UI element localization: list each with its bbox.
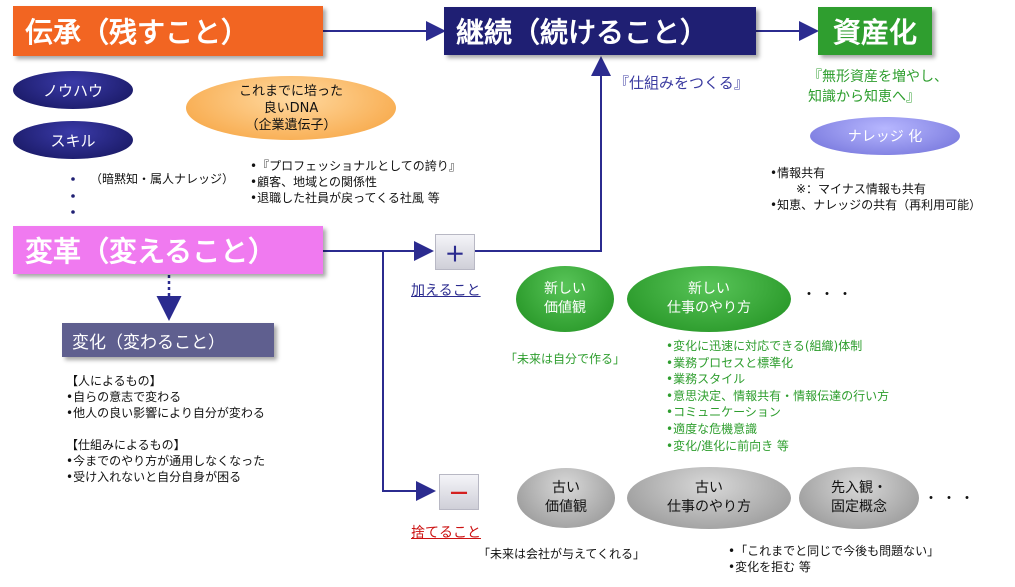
new-way-note: •コミュニケーション <box>666 405 781 420</box>
knowhow-label: ノウハウ <box>42 81 103 100</box>
preconception-line: 固定概念 <box>831 499 887 515</box>
reform-header: 変革（変えること） <box>13 226 323 274</box>
continuation-header: 継続（続けること） <box>444 7 756 55</box>
dna-line-1: これまでに培った <box>238 83 343 99</box>
old-values-line: 価値観 <box>545 499 587 515</box>
discard-label: 捨てること <box>411 525 481 541</box>
continuation-header-label: 継続（続けること） <box>456 16 709 49</box>
future-self-label: 「未来は自分で作る」 <box>505 352 626 366</box>
new-way-note: •適度な危機意識 <box>666 421 758 436</box>
intangible-line-2: 知識から知恵へ』 <box>808 89 920 105</box>
knowledge-label: ナレッジ 化 <box>847 129 923 145</box>
new-way-note: •変化/進化に前向き 等 <box>666 438 789 453</box>
dna-note: •『プロフェッショナルとしての誇り』 <box>250 159 461 173</box>
new-dots: ・・・ <box>802 287 856 303</box>
dna-oval: これまでに培った 良いDNA （企業遺伝子） <box>186 76 396 140</box>
new-work-line: 新しい <box>688 281 730 297</box>
change-note: •自らの意志で変わる <box>66 390 182 404</box>
old-way-note: •変化を拒む 等 <box>728 560 811 574</box>
tradition-header-label: 伝承（残すこと） <box>25 16 250 49</box>
minus-box: — <box>439 474 479 510</box>
preconception-line: 先入観・ <box>831 480 887 496</box>
new-work-oval: 新しい 仕事のやり方 <box>627 266 791 332</box>
new-values-line: 価値観 <box>544 300 586 316</box>
dna-line-2: 良いDNA <box>263 100 319 116</box>
old-work-line: 仕事のやり方 <box>667 499 751 515</box>
minus-sign: — <box>450 481 468 503</box>
old-values-line: 古い <box>552 480 580 496</box>
new-values-line: 新しい <box>544 281 586 297</box>
new-way-note: •意思決定、情報共有・情報伝達の行い方 <box>666 388 890 403</box>
new-way-note: •変化に迅速に対応できる(組織)体制 <box>666 339 863 353</box>
knowledge-notes: •情報共有 ※：マイナス情報も共有 •知恵、ナレッジの共有（再利用可能） <box>770 165 981 213</box>
old-work-oval: 古い 仕事のやり方 <box>627 467 791 529</box>
tradition-header: 伝承（残すこと） <box>13 6 323 56</box>
reform-header-label: 変革（変えること） <box>25 235 277 268</box>
dna-note: •顧客、地域との関係性 <box>250 175 377 189</box>
old-work-line: 古い <box>695 480 723 496</box>
skill-oval: スキル <box>13 121 133 159</box>
tacit-knowledge-label: （暗黙知・属人ナレッジ） <box>90 172 235 186</box>
change-header-label: 変化（変わること） <box>72 332 225 353</box>
old-values-oval: 古い 価値観 <box>517 468 615 528</box>
asset-header: 資産化 <box>818 7 932 55</box>
knowledge-note: ※：マイナス情報も共有 <box>796 182 926 196</box>
change-note: •他人の良い影響により自分が変わる <box>66 406 265 420</box>
knowledge-oval: ナレッジ 化 <box>810 117 960 155</box>
knowhow-oval: ノウハウ <box>13 71 133 109</box>
new-way-note: •業務スタイル <box>666 372 746 387</box>
new-way-note: •業務プロセスと標準化 <box>666 355 794 370</box>
change-notes: 【人によるもの】 •自らの意志で変わる •他人の良い影響により自分が変わる 【仕… <box>66 373 265 485</box>
intangible-line-1: 『無形資産を増やし、 <box>808 69 948 85</box>
skill-label: スキル <box>50 131 96 150</box>
change-note: 【人によるもの】 <box>66 374 162 388</box>
old-way-notes: •「これまでと同じで今後も問題ない」 •変化を拒む 等 <box>728 543 939 575</box>
future-company-label: 「未来は会社が与えてくれる」 <box>478 547 646 561</box>
change-note: •受け入れないと自分自身が困る <box>66 470 242 484</box>
change-note: 【仕組みによるもの】 <box>66 438 186 452</box>
intangible-text: 『無形資産を増やし、 知識から知恵へ』 <box>808 67 948 107</box>
dna-note: •退職した社員が戻ってくる社風 等 <box>250 191 440 205</box>
change-header: 変化（変わること） <box>62 323 274 357</box>
change-note <box>66 421 265 437</box>
make-system-label: 『仕組みをつくる』 <box>614 74 749 92</box>
old-way-note: •「これまでと同じで今後も問題ない」 <box>728 544 940 558</box>
arrow-reform-minus <box>382 251 436 501</box>
new-values-oval: 新しい 価値観 <box>516 266 614 332</box>
new-work-line: 仕事のやり方 <box>667 300 751 316</box>
knowledge-note: •情報共有 <box>770 166 826 180</box>
knowledge-note: •知恵、ナレッジの共有（再利用可能） <box>770 198 982 212</box>
new-way-notes: •変化に迅速に対応できる(組織)体制 •業務プロセスと標準化 •業務スタイル •… <box>666 338 889 454</box>
preconception-oval: 先入観・ 固定概念 <box>799 467 919 529</box>
change-note: •今までのやり方が通用しなくなった <box>66 454 266 468</box>
arrow-plus-continuation <box>475 56 611 252</box>
old-dots: ・・・ <box>924 491 978 507</box>
dna-line-3: （企業遺伝子） <box>245 117 337 133</box>
plus-sign: ＋ <box>445 241 465 266</box>
add-label: 加えること <box>411 283 481 299</box>
plus-box: ＋ <box>435 234 475 270</box>
asset-header-label: 資産化 <box>832 16 917 49</box>
dna-notes: •『プロフェッショナルとしての誇り』 •顧客、地域との関係性 •退職した社員が戻… <box>250 158 461 206</box>
